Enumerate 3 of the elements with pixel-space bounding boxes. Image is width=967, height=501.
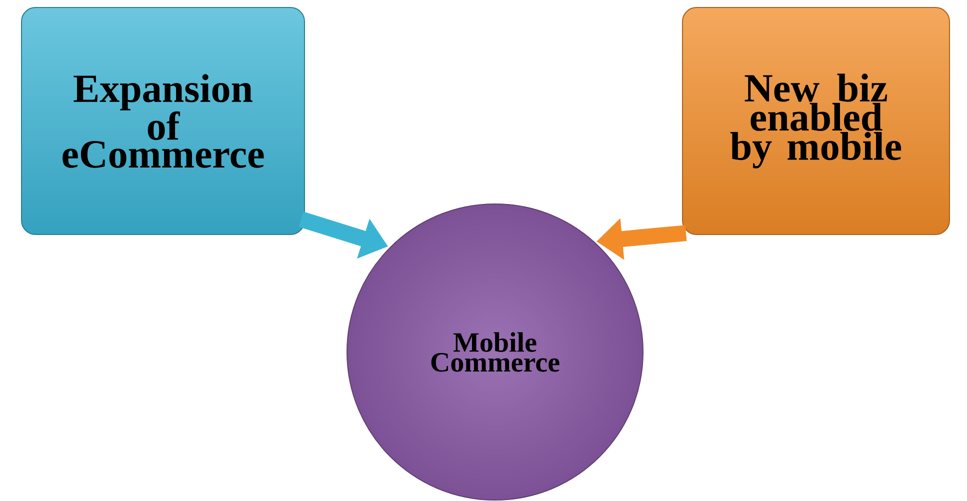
- rounded-box: New biz enabled by mobile: [682, 7, 950, 235]
- circle-node: Mobile Commerce: [346, 204, 644, 500]
- rounded-box: Expansion of eCommerce: [21, 7, 305, 235]
